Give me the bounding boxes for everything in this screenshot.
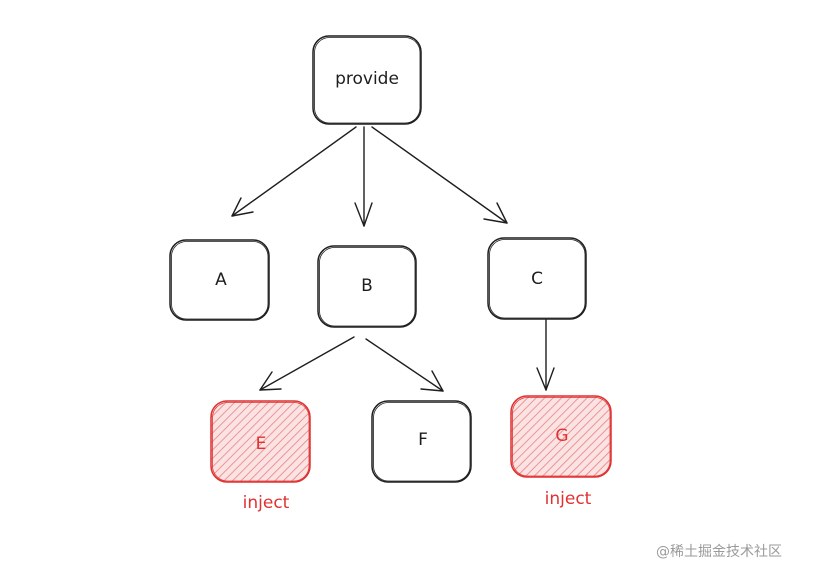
- edge-b-f: [365, 338, 444, 392]
- node-g: G: [510, 395, 612, 478]
- inject-label-e: inject: [243, 493, 290, 513]
- edge-b-e: [259, 336, 355, 391]
- node-provide: provide: [312, 35, 422, 125]
- node-b: B: [317, 245, 417, 328]
- edge-c-g: [536, 319, 555, 391]
- node-c: C: [487, 237, 587, 320]
- node-provide-label: provide: [335, 69, 399, 89]
- node-g-label: G: [555, 426, 568, 446]
- node-b-label: B: [361, 276, 373, 296]
- watermark: @稀土掘金技术社区: [656, 544, 782, 560]
- node-f-label: F: [418, 430, 428, 450]
- node-a-label: A: [215, 270, 227, 290]
- node-a: A: [169, 239, 270, 321]
- node-e-label: E: [256, 434, 267, 454]
- node-f: F: [371, 400, 472, 483]
- edge-provide-b: [354, 126, 373, 227]
- edge-provide-c: [371, 126, 508, 224]
- node-c-label: C: [531, 269, 543, 289]
- inject-label-g: inject: [545, 489, 592, 509]
- node-e: E: [210, 400, 311, 483]
- edge-provide-a: [231, 126, 357, 217]
